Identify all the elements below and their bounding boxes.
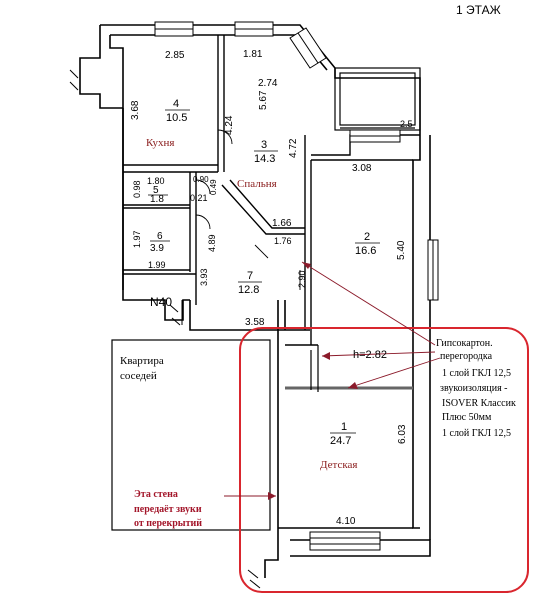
room-6-area: 3.9 — [150, 243, 164, 254]
partition-note-1: Гипсокартон. — [436, 338, 493, 349]
dim-kitchen-height: 3.68 — [130, 100, 141, 120]
dim-bath-b: 0.49 — [209, 179, 218, 195]
partition-note-2: перегородка — [440, 351, 493, 362]
room-3-name: Спальня — [237, 178, 277, 190]
room-2-number: 2 — [364, 231, 370, 243]
wall-note-3: от перекрытий — [134, 518, 202, 529]
room-2-area: 16.6 — [355, 245, 376, 257]
room-1-name: Детская — [320, 459, 357, 471]
dim-hall-a: 1.76 — [274, 236, 292, 246]
room-5-area: 1.8 — [150, 194, 164, 205]
room-1-number: 1 — [341, 421, 347, 433]
wall-note-2: передаёт звуки — [134, 504, 202, 515]
dim-bath-height: 0.98 — [132, 180, 142, 198]
room-4-area: 10.5 — [166, 112, 187, 124]
dim-room2-width: 3.08 — [352, 163, 372, 174]
partition-short — [310, 345, 319, 392]
partition-note-6: Плюс 50мм — [442, 412, 492, 423]
dim-bath-c: 0.21 — [190, 193, 208, 203]
dim-wc-width: 1.99 — [148, 260, 166, 270]
room-6-number: 6 — [157, 231, 163, 242]
dim-kitchen-width: 2.85 — [165, 50, 185, 61]
dim-bedroom-top: 1.81 — [243, 49, 263, 60]
dim-balcony-width: 2.5 — [400, 119, 413, 129]
partition-note-4: звукоизоляция - — [440, 383, 508, 394]
dim-room1-width: 4.10 — [336, 516, 356, 527]
floor-label: 1 ЭТАЖ — [456, 3, 501, 17]
highlight-frame — [239, 327, 529, 593]
room-5-number: 5 — [153, 185, 159, 196]
room-3-area: 14.3 — [254, 153, 275, 165]
interior-walls — [123, 35, 420, 346]
room-4-name: Кухня — [146, 137, 174, 149]
windows — [154, 21, 439, 551]
wall-note-1: Эта стена — [134, 489, 178, 500]
dim-hall-c: 3.93 — [199, 268, 209, 286]
partition-note-5: ISOVER Классик — [442, 398, 516, 409]
mark-n40: N40 — [150, 295, 172, 309]
dim-room2-height: 5.40 — [396, 240, 407, 260]
partition-note-7: 1 слой ГКЛ 12,5 — [442, 428, 511, 439]
stair-marks — [69, 57, 261, 589]
room-4-number: 4 — [173, 98, 179, 110]
dim-bath-a: 0.90 — [193, 175, 209, 184]
neighbor-line-1: Квартира — [120, 355, 164, 367]
room-7-number: 7 — [247, 270, 253, 282]
dim-bedroom-c: 4.24 — [224, 115, 235, 135]
room-3-number: 3 — [261, 139, 267, 151]
doors — [195, 129, 301, 290]
dim-hall-width: 3.58 — [245, 317, 265, 328]
neighbor-apartment — [111, 339, 271, 531]
annotation-arrows — [224, 261, 441, 497]
dim-wc-height: 1.97 — [132, 230, 142, 248]
ceiling-height: h=2.82 — [353, 349, 387, 361]
dim-hall-b: 4.89 — [207, 234, 217, 252]
dim-bath-width: 1.80 — [147, 176, 165, 186]
partition-note-3: 1 слой ГКЛ 12,5 — [442, 368, 511, 379]
dim-hall-d: 2.90 — [297, 270, 307, 288]
room-1-area: 24.7 — [330, 435, 351, 447]
arrow-heads — [268, 262, 358, 500]
dim-bedroom-bottom: 1.66 — [272, 218, 292, 229]
neighbor-line-2: соседей — [120, 370, 157, 382]
dim-room1-height: 6.03 — [397, 424, 408, 444]
room-7-area: 12.8 — [238, 284, 259, 296]
dim-bedroom-d: 4.72 — [288, 138, 299, 158]
dim-bedroom-b: 5.67 — [258, 90, 269, 110]
dim-bedroom-a: 2.74 — [258, 78, 278, 89]
